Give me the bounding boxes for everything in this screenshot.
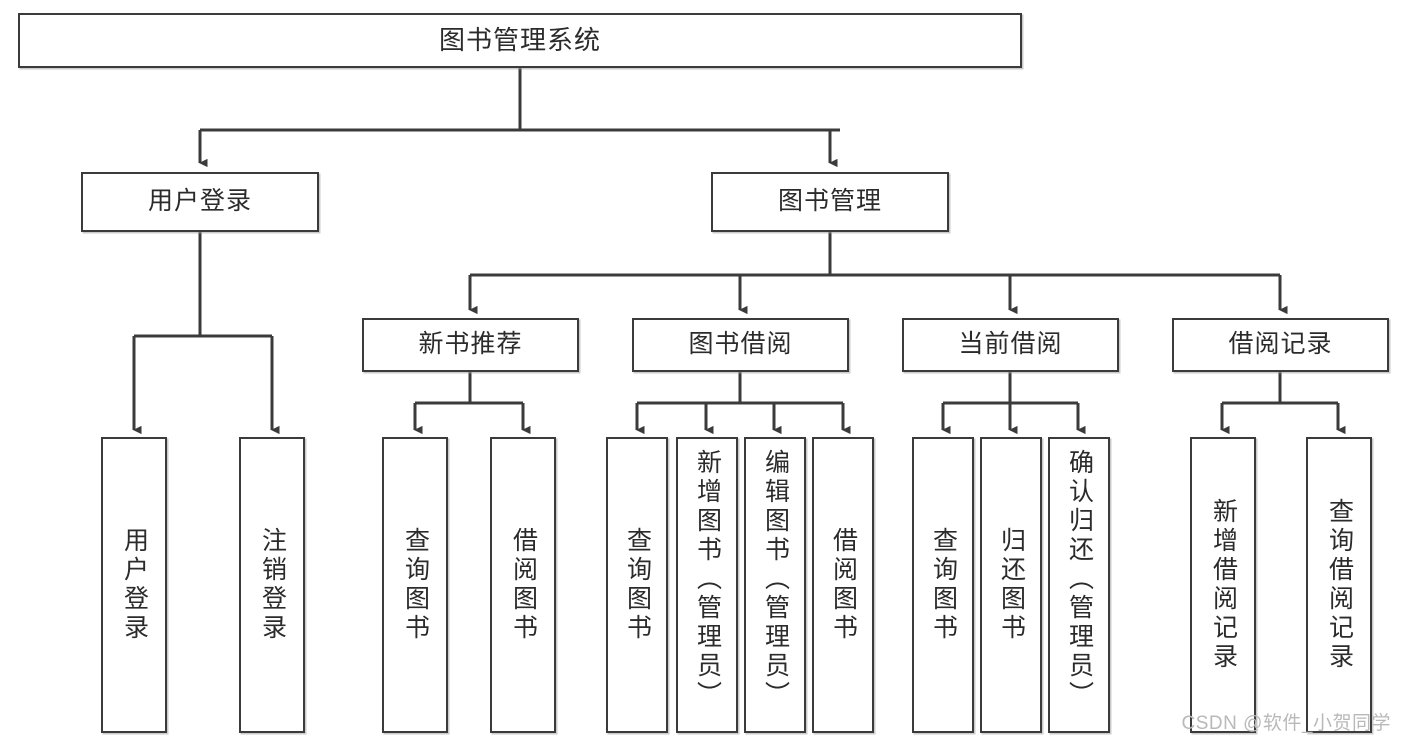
node-leaf-borrow-book-2-label: 借阅图书 (829, 527, 858, 643)
node-borrow-record[interactable]: 借阅记录 (1172, 318, 1389, 372)
node-leaf-add-book[interactable]: 新增图书（管理员） (676, 437, 738, 733)
node-leaf-borrow-book-1[interactable]: 借阅图书 (490, 437, 556, 733)
node-user-login-label: 用户登录 (147, 187, 252, 216)
node-leaf-logout-label: 注销登录 (258, 527, 287, 643)
node-leaf-user-login[interactable]: 用户登录 (101, 437, 167, 733)
node-leaf-borrow-book-2[interactable]: 借阅图书 (812, 437, 874, 733)
node-leaf-edit-book-label: 编辑图书（管理员） (761, 449, 790, 710)
node-leaf-logout[interactable]: 注销登录 (239, 437, 305, 733)
node-current-borrow[interactable]: 当前借阅 (902, 318, 1119, 372)
csdn-watermark: CSDN @软件_小贺同学 (1181, 713, 1391, 734)
node-leaf-return-book[interactable]: 归还图书 (980, 437, 1042, 733)
node-leaf-query-book-1[interactable]: 查询图书 (382, 437, 448, 733)
node-leaf-borrow-book-1-label: 借阅图书 (509, 527, 538, 643)
node-new-book-rec[interactable]: 新书推荐 (362, 318, 579, 372)
node-current-borrow-label: 当前借阅 (958, 330, 1063, 359)
node-leaf-query-book-2-label: 查询图书 (623, 527, 652, 643)
node-leaf-query-book-3-label: 查询图书 (929, 527, 958, 643)
node-leaf-return-book-label: 归还图书 (997, 527, 1026, 643)
node-leaf-user-login-label: 用户登录 (120, 527, 149, 643)
node-root[interactable]: 图书管理系统 (18, 13, 1022, 68)
node-borrow-record-label: 借阅记录 (1228, 330, 1333, 359)
node-user-login[interactable]: 用户登录 (81, 172, 319, 232)
node-leaf-query-book-3[interactable]: 查询图书 (912, 437, 974, 733)
node-leaf-query-record[interactable]: 查询借阅记录 (1306, 437, 1372, 733)
node-leaf-add-record-label: 新增借阅记录 (1209, 498, 1238, 672)
node-book-manage-label: 图书管理 (777, 187, 882, 216)
node-leaf-edit-book[interactable]: 编辑图书（管理员） (744, 437, 806, 733)
node-leaf-query-record-label: 查询借阅记录 (1325, 498, 1354, 672)
node-book-borrow-label: 图书借阅 (688, 330, 793, 359)
node-leaf-query-book-1-label: 查询图书 (401, 527, 430, 643)
node-leaf-confirm-return[interactable]: 确认归还（管理员） (1048, 437, 1110, 733)
node-leaf-add-record[interactable]: 新增借阅记录 (1190, 437, 1256, 733)
node-book-borrow[interactable]: 图书借阅 (632, 318, 849, 372)
node-new-book-rec-label: 新书推荐 (418, 330, 523, 359)
node-book-manage[interactable]: 图书管理 (711, 172, 949, 232)
node-leaf-add-book-label: 新增图书（管理员） (693, 449, 722, 710)
node-leaf-query-book-2[interactable]: 查询图书 (606, 437, 668, 733)
node-root-label: 图书管理系统 (438, 25, 601, 56)
node-leaf-confirm-return-label: 确认归还（管理员） (1065, 449, 1094, 710)
